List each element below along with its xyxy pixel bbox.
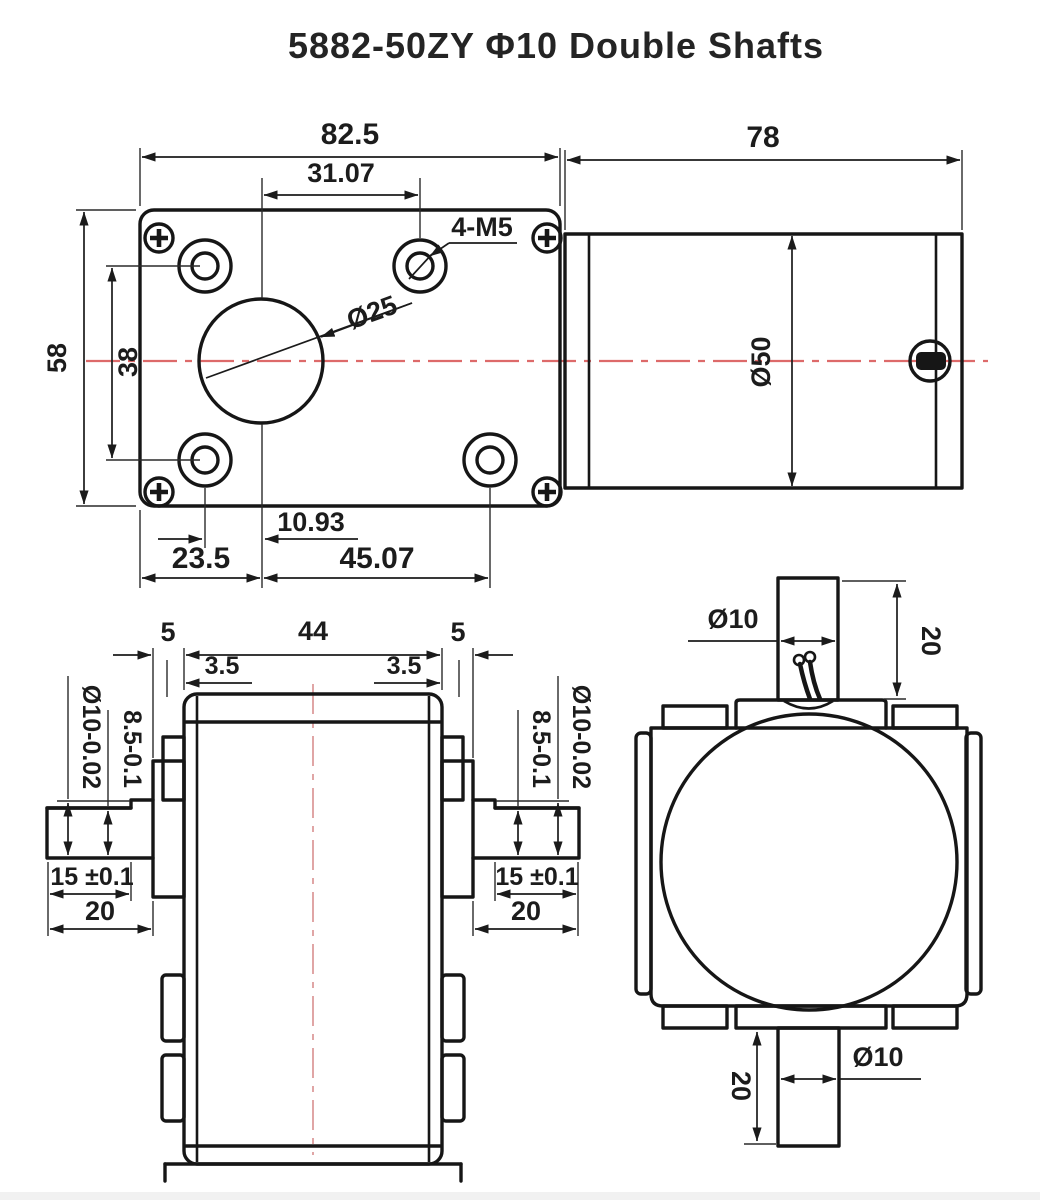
dim-motor-length: 78 bbox=[564, 121, 963, 230]
mounting-tab bbox=[151, 759, 186, 899]
dim-label: Ø10 bbox=[707, 604, 758, 634]
dim-label: 10.93 bbox=[277, 507, 345, 537]
mounting-tab bbox=[440, 1053, 466, 1123]
mounting-tab bbox=[891, 704, 959, 730]
end-view: Ø10 20 20 Ø10 bbox=[634, 576, 983, 1148]
top-shaft bbox=[776, 576, 840, 702]
dim-hole-offset-right: 45.07 bbox=[263, 542, 489, 583]
side-view: 78 Ø50 bbox=[563, 121, 964, 490]
dim-plate-height: 58 bbox=[42, 209, 136, 507]
dim-left-shaft-diameter: Ø10-0.02 8.5-0.1 bbox=[63, 676, 146, 856]
dim-right-shaft-length: 15 ±0.1 20 bbox=[472, 862, 579, 936]
mounting-tab bbox=[661, 704, 729, 730]
mounting-tab bbox=[161, 735, 186, 802]
gearbox-side-view: 5 44 5 3.5 3.5 Ø10-0.02 8.5-0.1 bbox=[45, 616, 595, 1183]
dim-motor-diameter: Ø50 bbox=[746, 235, 797, 487]
mounting-tab bbox=[160, 973, 186, 1043]
dim-label: Ø10 bbox=[852, 1042, 903, 1072]
dim-label: 20 bbox=[726, 1071, 756, 1101]
dim-label: 3.5 bbox=[387, 652, 422, 680]
bore-callout: Ø25 bbox=[205, 290, 413, 379]
dim-label: 3.5 bbox=[205, 652, 240, 680]
housing-outline bbox=[649, 726, 969, 1008]
mounting-tab bbox=[160, 1053, 186, 1123]
dim-top-shaft-diameter: Ø10 bbox=[688, 604, 836, 646]
mounting-tab bbox=[440, 735, 465, 802]
thread-callout: 4-M5 bbox=[429, 212, 517, 257]
mounting-tab bbox=[661, 1004, 729, 1030]
dim-label: 5 bbox=[450, 617, 465, 647]
left-shaft bbox=[45, 798, 155, 860]
top-mount-plate bbox=[734, 698, 888, 730]
corner-screw-icon bbox=[143, 222, 175, 254]
dim-label: 38 bbox=[113, 347, 143, 377]
base-flange bbox=[163, 1162, 463, 1183]
dim-label: 58 bbox=[42, 343, 72, 373]
dim-right-shaft-diameter: Ø10-0.02 8.5-0.1 bbox=[513, 676, 595, 856]
dim-label: 45.07 bbox=[339, 542, 414, 575]
drawing-title: 5882-50ZY Φ10 Double Shafts bbox=[288, 25, 824, 66]
dim-label: 8.5-0.1 bbox=[527, 710, 555, 788]
dim-label: 78 bbox=[746, 121, 779, 154]
mounting-tab bbox=[440, 759, 475, 899]
mounting-hole bbox=[462, 432, 518, 488]
mounting-tab bbox=[891, 1004, 959, 1030]
dim-label: Ø10-0.02 bbox=[567, 685, 595, 789]
dim-label: 15 ±0.1 bbox=[495, 863, 578, 891]
dim-label: 8.5-0.1 bbox=[118, 710, 146, 788]
dim-top-shaft-length: 20 bbox=[842, 580, 946, 700]
dim-label: Ø25 bbox=[343, 290, 401, 336]
dim-label: 15 ±0.1 bbox=[50, 863, 133, 891]
motor-can-circle bbox=[659, 712, 959, 1012]
dim-label: Ø50 bbox=[746, 336, 776, 387]
bearing-boss-arc bbox=[783, 699, 834, 710]
dim-label: 82.5 bbox=[321, 118, 379, 151]
dim-label: 20 bbox=[85, 896, 115, 926]
page-bottom-band bbox=[0, 1192, 1040, 1200]
dim-bottom-shaft-length: 20 bbox=[726, 1031, 776, 1145]
corner-screw-icon bbox=[531, 222, 563, 254]
side-panel bbox=[634, 731, 653, 996]
dim-hole-offset-center: 10.93 bbox=[158, 507, 358, 544]
motor-wires bbox=[792, 650, 823, 702]
mounting-hole-m5 bbox=[392, 238, 448, 294]
front-view: 82.5 31.07 4-M5 Ø25 58 bbox=[42, 118, 563, 588]
mounting-tab bbox=[440, 973, 466, 1043]
dim-hole-row-spacing: 38 bbox=[106, 265, 200, 461]
side-panel bbox=[964, 731, 983, 996]
dim-wall-right: 3.5 bbox=[374, 652, 460, 697]
corner-screw-icon bbox=[531, 476, 563, 508]
dim-label: 31.07 bbox=[307, 158, 375, 188]
dim-label: 44 bbox=[298, 616, 328, 646]
thread-callout-label: 4-M5 bbox=[451, 212, 513, 242]
dim-bottom-shaft-diameter: Ø10 bbox=[780, 1042, 921, 1084]
bore-circle bbox=[197, 297, 325, 425]
bottom-shaft bbox=[776, 1026, 841, 1148]
dim-label: 20 bbox=[511, 896, 541, 926]
dim-plate-width: 82.5 bbox=[139, 118, 561, 206]
dim-hole-offset-top: 31.07 bbox=[261, 158, 421, 298]
dim-label: 20 bbox=[916, 626, 946, 656]
plate-outline bbox=[138, 208, 562, 508]
corner-screw-icon bbox=[143, 476, 175, 508]
dim-label: 5 bbox=[160, 617, 175, 647]
motor-body-outline bbox=[563, 232, 964, 490]
dim-label: Ø10-0.02 bbox=[77, 685, 105, 789]
dim-wall-left: 3.5 bbox=[166, 652, 252, 697]
dim-left-shaft-length: 15 ±0.1 20 bbox=[47, 862, 154, 936]
dim-hole-offset-left: 23.5 bbox=[141, 542, 261, 583]
dim-label: 23.5 bbox=[172, 542, 230, 575]
plug-screw-icon bbox=[908, 339, 952, 383]
dim-tab-and-body: 5 44 5 bbox=[113, 616, 513, 758]
right-shaft bbox=[471, 798, 581, 860]
